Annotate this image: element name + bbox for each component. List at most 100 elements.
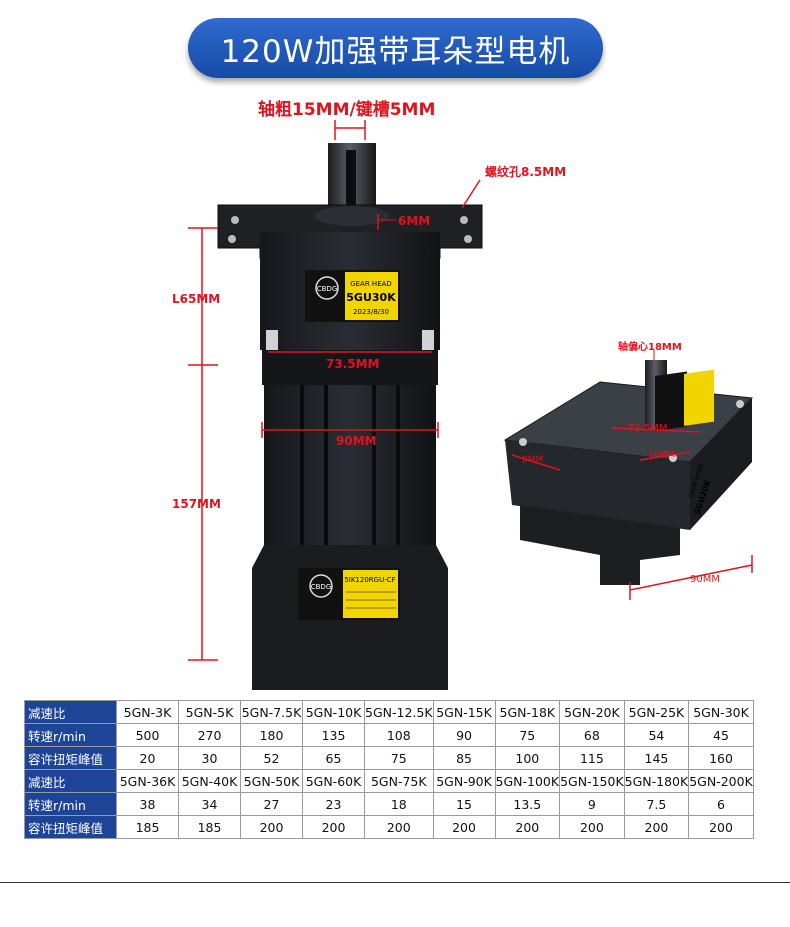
- table-cell: 38: [116, 792, 179, 816]
- flange-hole: [669, 454, 677, 462]
- dim-height-gear-label: L65MM: [172, 292, 221, 306]
- table-cell: 5GN-15K: [432, 700, 496, 724]
- table-cell: 5GN-150K: [559, 769, 625, 793]
- side-gearbox-front: [505, 440, 690, 530]
- shaft-boss: [314, 206, 390, 226]
- table-cell: 30: [178, 746, 241, 770]
- brand-text: CBDG: [311, 583, 332, 591]
- table-cell: 5GN-7.5K: [240, 700, 303, 724]
- shaft-keyway: [346, 150, 356, 210]
- row-header: 减速比: [24, 700, 117, 724]
- table-cell: 45: [688, 723, 754, 747]
- table-cell: 200: [623, 815, 690, 839]
- dim-side-width-label: 90MM: [690, 574, 720, 585]
- table-cell: 200: [688, 815, 754, 839]
- table-row: 转速r/min 500 270 180 135 108 90 75 68 54 …: [24, 723, 754, 747]
- table-cell: 5GN-60K: [302, 769, 365, 793]
- table-cell: 5GN-200K: [688, 769, 754, 793]
- table-cell: 145: [623, 746, 690, 770]
- table-cell: 160: [688, 746, 754, 770]
- table-cell: 5GN-50K: [240, 769, 303, 793]
- row-header: 容许扭矩峰值: [24, 746, 117, 770]
- row-header: 转速r/min: [24, 792, 117, 816]
- flange-hole: [460, 216, 468, 224]
- flange-hole: [231, 216, 239, 224]
- motor-rib: [324, 385, 328, 545]
- motor-rib: [300, 385, 304, 545]
- dim-motor-height-label: 157MM: [172, 497, 221, 511]
- side-gearbox-lower: [520, 505, 680, 585]
- dim-eccentric-label: 轴偏心18MM: [618, 342, 682, 353]
- gear-label-yellow: [345, 272, 398, 320]
- table-cell: 85: [432, 746, 496, 770]
- table-cell: 185: [116, 815, 179, 839]
- table-row: 减速比 5GN-36K 5GN-40K 5GN-50K 5GN-60K 5GN-…: [24, 769, 754, 793]
- table-cell: 200: [240, 815, 303, 839]
- table-cell: 200: [494, 815, 561, 839]
- motor-body: [264, 385, 436, 545]
- table-cell: 5GN-40K: [178, 769, 241, 793]
- flange-hole: [519, 438, 527, 446]
- table-cell: 5GN-36K: [116, 769, 179, 793]
- table-cell: 5GN-5K: [178, 700, 241, 724]
- table-cell: 15: [432, 792, 496, 816]
- table-cell: 5GN-10K: [302, 700, 365, 724]
- dim-screw-label: 螺纹孔8.5MM: [485, 165, 567, 179]
- table-cell: 20: [116, 746, 179, 770]
- screw: [266, 330, 278, 350]
- table-cell: 6: [688, 792, 754, 816]
- dim-key-label: 6MM: [398, 214, 431, 228]
- table-row: 容许扭矩峰值 20 30 52 65 75 85 100 115 145 160: [24, 746, 754, 770]
- dim-line-side-depth: [511, 454, 561, 471]
- page-title: 120W加强带耳朵型电机: [220, 33, 571, 70]
- table-cell: 65: [302, 746, 365, 770]
- table-cell: 180: [240, 723, 303, 747]
- table-cell: 200: [364, 815, 434, 839]
- table-cell: 54: [623, 723, 690, 747]
- table-cell: 75: [494, 723, 561, 747]
- table-cell: 115: [559, 746, 625, 770]
- table-row: 减速比 5GN-3K 5GN-5K 5GN-7.5K 5GN-10K 5GN-1…: [24, 700, 754, 724]
- table-cell: 5GN-100K: [494, 769, 561, 793]
- dim-side-flange-label: 73.5MM: [628, 423, 668, 434]
- table-cell: 5GN-25K: [623, 700, 690, 724]
- table-cell: 200: [432, 815, 496, 839]
- brand-logo: [309, 574, 333, 598]
- main-motor-illustration: CBDG GEAR HEAD 5GU30K 2023/8/30 CBDG 5IK…: [188, 120, 754, 690]
- table-cell: 68: [559, 723, 625, 747]
- row-header: 转速r/min: [24, 723, 117, 747]
- side-label-yellow: [684, 369, 714, 426]
- table-cell: 5GN-180K: [623, 769, 690, 793]
- side-gearbox-right: [690, 398, 752, 530]
- screw: [422, 330, 434, 350]
- table-cell: 270: [178, 723, 241, 747]
- brand-text: CBDG: [317, 285, 338, 293]
- dim-shaft-label: 轴粗15MM/键槽5MM: [258, 100, 436, 120]
- title-banner: 120W加强带耳朵型电机: [188, 18, 603, 78]
- dim-side-offset-label: 10MM: [648, 450, 675, 460]
- flange-hole: [464, 235, 472, 243]
- table-cell: 135: [302, 723, 365, 747]
- table-cell: 23: [302, 792, 365, 816]
- flange-hole: [228, 235, 236, 243]
- brand-logo: [315, 276, 339, 300]
- table-cell: 34: [178, 792, 241, 816]
- motor-label-yellow: [343, 570, 398, 618]
- dim-line-side-width: [629, 564, 753, 591]
- table-cell: 27: [240, 792, 303, 816]
- table-cell: 5GN-30K: [688, 700, 754, 724]
- table-cell: 108: [364, 723, 434, 747]
- table-cell: 200: [302, 815, 365, 839]
- gear-motor-joint: [262, 350, 438, 385]
- dim-side-depth-label: 8MM: [522, 455, 544, 465]
- bottom-divider: [0, 882, 790, 883]
- side-label: [655, 371, 687, 431]
- row-header: 减速比: [24, 769, 117, 793]
- flange-hole: [736, 400, 744, 408]
- gear-label-line1: GEAR HEAD: [350, 280, 392, 288]
- dim-line-screw: [461, 179, 481, 209]
- row-header: 容许扭矩峰值: [24, 815, 117, 839]
- table-cell: 52: [240, 746, 303, 770]
- dim-flange-label: 73.5MM: [326, 357, 380, 371]
- dim-body-label: 90MM: [336, 434, 377, 448]
